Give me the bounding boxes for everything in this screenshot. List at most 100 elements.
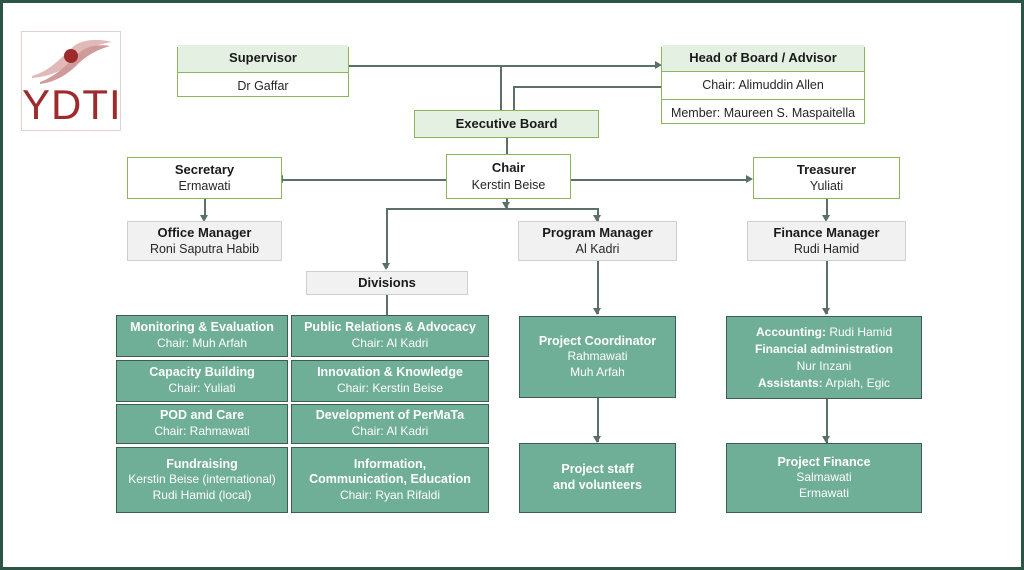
connector-chair-distribution-bar — [386, 208, 599, 210]
division-title: Fundraising — [166, 456, 238, 471]
ydti-logo: YDTI — [21, 31, 121, 131]
connector-fm-to-accounting — [826, 261, 828, 314]
project-finance-name2: Ermawati — [798, 485, 849, 500]
finance-manager-name: Rudi Hamid — [793, 242, 860, 256]
division-card-information-communication-education[interactable]: Information, Communication, Education Ch… — [291, 447, 489, 513]
treasurer-title: Treasurer — [796, 161, 857, 177]
head-of-board-title: Head of Board / Advisor — [662, 45, 864, 73]
connector-chair-to-secretary — [282, 179, 447, 181]
node-executive-board[interactable]: Executive Board — [414, 110, 599, 138]
finance-admin-label: Financial administration — [754, 342, 894, 357]
arrow-fm-to-accounting — [822, 308, 830, 315]
finance-assistants-label: Assistants: — [757, 376, 823, 391]
division-title: POD and Care — [159, 408, 245, 423]
division-sub: Rudi Hamid (local) — [152, 487, 252, 502]
division-sub: Chair: Al Kadri — [351, 336, 429, 351]
finance-accounting-line: Accounting: Rudi Hamid — [731, 324, 917, 340]
node-finance-manager[interactable]: Finance Manager Rudi Hamid — [747, 221, 906, 261]
node-treasurer[interactable]: Treasurer Yuliati — [753, 157, 900, 199]
division-card-capacity-building[interactable]: Capacity Building Chair: Yuliati — [116, 360, 288, 402]
secretary-name: Ermawati — [178, 179, 231, 193]
arrow-to-program-manager — [593, 215, 601, 222]
connector-to-divisions — [386, 208, 388, 268]
arrow-accounting-to-project-finance — [822, 436, 830, 443]
node-program-manager[interactable]: Program Manager Al Kadri — [518, 221, 677, 261]
division-title-line1: Information, — [353, 456, 427, 471]
node-secretary[interactable]: Secretary Ermawati — [127, 157, 282, 199]
connector-exec-to-chair — [506, 138, 508, 154]
division-sub: Chair: Yuliati — [168, 381, 236, 396]
division-card-innovation-knowledge[interactable]: Innovation & Knowledge Chair: Kerstin Be… — [291, 360, 489, 402]
project-finance-title: Project Finance — [777, 454, 871, 469]
connector-accounting-to-project-finance — [826, 399, 828, 443]
division-card-pod-and-care[interactable]: POD and Care Chair: Rahmawati — [116, 404, 288, 444]
dancing-figure-icon — [32, 39, 112, 84]
connector-coordinator-to-staff — [597, 398, 599, 442]
connector-supervisor-to-head — [349, 65, 659, 67]
office-manager-name: Roni Saputra Habib — [149, 242, 260, 256]
arrow-secretary-to-office-manager — [200, 215, 208, 222]
division-sub: Chair: Muh Arfah — [156, 336, 248, 351]
secretary-title: Secretary — [174, 161, 235, 177]
node-project-coordinator[interactable]: Project Coordinator Rahmawati Muh Arfah — [519, 316, 676, 398]
division-sub: Kerstin Beise (international) — [128, 472, 276, 487]
project-staff-line2: and volunteers — [553, 478, 642, 492]
node-head-of-board[interactable]: Head of Board / Advisor Chair: Alimuddin… — [661, 45, 865, 126]
division-sub: Chair: Al Kadri — [351, 424, 429, 439]
logo-text: YDTI — [22, 81, 121, 128]
finance-accounting-value: Rudi Hamid — [825, 324, 893, 339]
node-finance-detail[interactable]: Accounting: Rudi Hamid Financial adminis… — [726, 316, 922, 399]
division-sub: Chair: Ryan Rifaldi — [339, 487, 441, 502]
chair-title: Chair — [491, 160, 526, 176]
division-title: Capacity Building — [149, 365, 255, 380]
project-finance-name1: Salmawati — [796, 470, 852, 485]
treasurer-name: Yuliati — [809, 179, 844, 193]
connector-treasurer-to-finance-manager — [826, 199, 828, 219]
connector-chair-to-treasurer — [571, 179, 749, 181]
node-project-finance[interactable]: Project Finance Salmawati Ermawati — [726, 443, 922, 513]
project-coordinator-name2: Muh Arfah — [570, 364, 625, 379]
connector-head-to-exec-h — [513, 86, 661, 88]
node-chair[interactable]: Chair Kerstin Beise — [446, 154, 571, 199]
division-title: Innovation & Knowledge — [317, 365, 463, 380]
head-of-board-chair: Chair: Alimuddin Allen — [702, 78, 824, 93]
finance-assistants-value: Arpiah, Egic — [822, 376, 891, 391]
finance-admin-value: Nur Inzani — [796, 358, 852, 373]
arrow-coordinator-to-staff — [593, 436, 601, 443]
project-staff-line1: Project staff — [561, 462, 634, 477]
arrow-chair-down — [502, 202, 510, 209]
division-title-line2: Communication, Education — [309, 472, 471, 487]
division-card-development-permata[interactable]: Development of PerMaTa Chair: Al Kadri — [291, 404, 489, 444]
division-card-fundraising[interactable]: Fundraising Kerstin Beise (international… — [116, 447, 288, 513]
node-project-staff[interactable]: Project staff and volunteers — [519, 443, 676, 513]
project-coordinator-name1: Rahmawati — [567, 349, 628, 364]
supervisor-name: Dr Gaffar — [237, 78, 289, 93]
program-manager-name: Al Kadri — [575, 242, 620, 256]
node-supervisor[interactable]: Supervisor Dr Gaffar — [177, 45, 349, 97]
connector-secretary-to-office-manager — [204, 199, 206, 219]
division-card-public-relations-advocacy[interactable]: Public Relations & Advocacy Chair: Al Ka… — [291, 315, 489, 357]
arrow-pm-to-coordinator — [593, 308, 601, 315]
arrow-supervisor-to-head — [655, 61, 662, 69]
finance-accounting-label: Accounting: — [755, 324, 826, 339]
division-title: Public Relations & Advocacy — [304, 320, 476, 335]
arrow-treasurer-to-finance-manager — [822, 215, 830, 222]
finance-assistants-line: Assistants: Arpiah, Egic — [731, 375, 917, 391]
node-divisions[interactable]: Divisions — [306, 271, 468, 295]
project-coordinator-title: Project Coordinator — [538, 333, 657, 348]
division-title: Monitoring & Evaluation — [130, 320, 274, 335]
supervisor-title: Supervisor — [178, 45, 348, 73]
connector-supervisor-down — [500, 65, 502, 117]
arrow-to-divisions — [382, 263, 390, 270]
head-of-board-member: Member: Maureen S. Maspaitella — [662, 98, 864, 126]
division-sub: Chair: Rahmawati — [154, 424, 250, 439]
division-card-monitoring-evaluation[interactable]: Monitoring & Evaluation Chair: Muh Arfah — [116, 315, 288, 357]
program-manager-title: Program Manager — [542, 224, 653, 240]
office-manager-title: Office Manager — [157, 224, 252, 240]
connector-divisions-to-grid — [386, 295, 388, 315]
division-sub: Chair: Kerstin Beise — [336, 381, 444, 396]
finance-manager-title: Finance Manager — [773, 224, 880, 240]
node-office-manager[interactable]: Office Manager Roni Saputra Habib — [127, 221, 282, 261]
division-title: Development of PerMaTa — [315, 408, 465, 423]
